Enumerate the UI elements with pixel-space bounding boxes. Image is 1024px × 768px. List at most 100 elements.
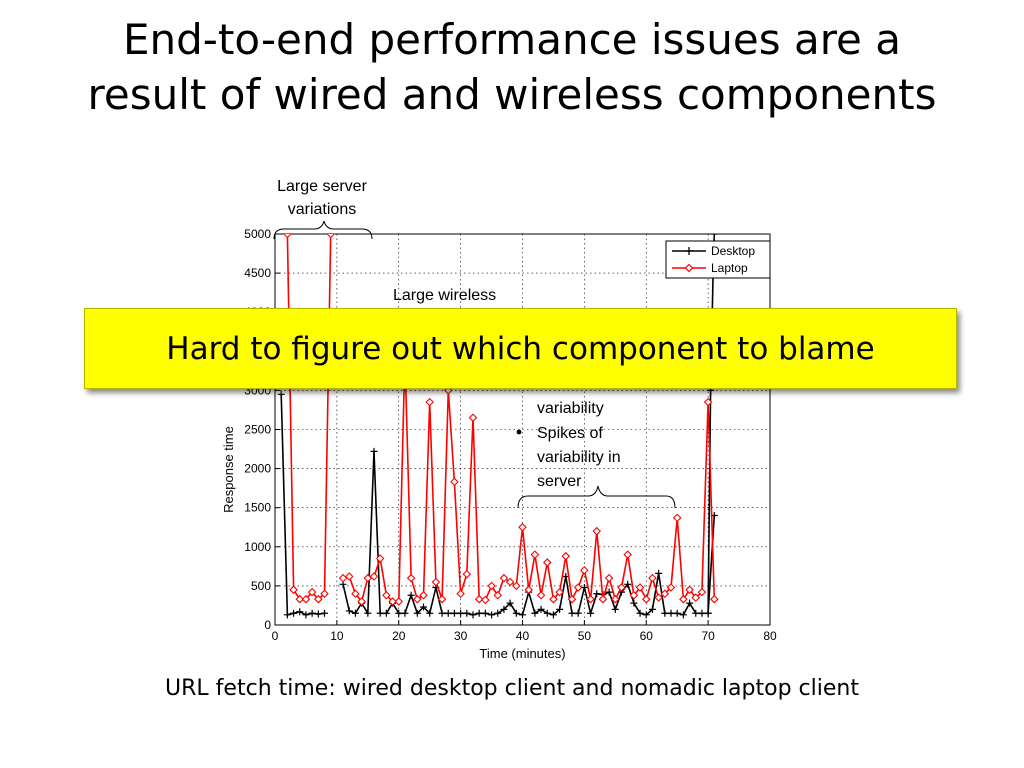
data-point-desktop [512, 609, 520, 617]
data-point-desktop [630, 599, 638, 607]
y-tick-label: 500 [251, 579, 271, 593]
data-point-desktop [463, 609, 471, 617]
data-point-laptop [580, 565, 589, 575]
data-point-desktop [450, 609, 458, 617]
data-point-laptop [351, 589, 360, 598]
slide-title: End-to-end performance issues are a resu… [0, 12, 1024, 122]
data-point-laptop [307, 587, 317, 597]
data-point-laptop [654, 593, 663, 602]
y-tick-label: 5000 [244, 227, 271, 241]
data-point-desktop [574, 609, 582, 617]
data-point-desktop [624, 580, 632, 588]
data-point-laptop [314, 594, 323, 604]
data-point-laptop [703, 397, 713, 407]
legend-desktop-label: Desktop [711, 244, 755, 258]
legend-box [665, 240, 771, 279]
x-tick-label: 70 [701, 629, 715, 643]
y-axis-label: Response time [221, 426, 236, 513]
data-point-desktop [283, 611, 291, 619]
annotation-server-variations-line-1: Large server [277, 178, 367, 195]
data-point-laptop [487, 581, 496, 591]
data-point-laptop [369, 572, 379, 581]
data-point-laptop [481, 595, 490, 605]
y-tick-label: 1500 [244, 501, 271, 515]
data-point-desktop [593, 590, 601, 598]
data-point-desktop [314, 610, 322, 618]
annotation-wireless-line-2: variability [537, 400, 604, 417]
x-tick-label: 40 [516, 629, 530, 643]
data-point-desktop [426, 609, 434, 617]
data-point-desktop [457, 609, 465, 617]
legend-laptop-marker [684, 263, 694, 273]
data-point-desktop [376, 609, 384, 617]
data-point-laptop [382, 591, 391, 600]
data-point-desktop [636, 609, 644, 617]
data-point-desktop [673, 609, 681, 617]
data-point-laptop [419, 591, 428, 600]
data-point-laptop [598, 594, 608, 604]
data-point-desktop [444, 609, 452, 617]
legend-laptop-label: Laptop [711, 261, 748, 275]
data-point-desktop [351, 609, 359, 617]
data-point-desktop [296, 608, 304, 616]
data-point-desktop [519, 611, 526, 619]
data-point-laptop [648, 573, 657, 583]
data-point-desktop [277, 390, 285, 398]
data-point-desktop [308, 609, 316, 617]
data-point-laptop [462, 569, 472, 579]
data-point-desktop [587, 609, 595, 617]
data-point-desktop [531, 609, 539, 617]
annotation-spikes-line-1: Spikes of [537, 425, 603, 442]
y-tick-label: 1000 [244, 540, 271, 554]
data-point-desktop [556, 605, 564, 613]
x-tick-label: 10 [330, 629, 344, 643]
data-point-desktop [710, 234, 718, 238]
data-point-laptop [499, 573, 509, 583]
data-point-desktop [698, 609, 706, 617]
series-desktop-line [280, 394, 325, 616]
x-tick-label: 20 [392, 629, 406, 643]
data-point-laptop [524, 585, 533, 595]
data-point-desktop [704, 609, 712, 617]
data-point-laptop [413, 594, 422, 604]
data-point-laptop [437, 594, 447, 604]
annotation-server-variations-brace [273, 220, 373, 240]
data-point-desktop [568, 609, 576, 617]
data-point-laptop [320, 589, 329, 598]
data-point-laptop [685, 585, 694, 595]
data-point-laptop [289, 585, 298, 595]
data-point-desktop [420, 603, 427, 611]
data-point-desktop [537, 605, 545, 613]
data-point-desktop [549, 611, 557, 619]
y-tick-label: 4500 [244, 266, 271, 280]
data-point-desktop [488, 611, 496, 619]
data-point-laptop [283, 234, 292, 239]
data-point-desktop [407, 591, 415, 599]
annotation-server-spikes-brace [517, 485, 676, 509]
data-point-laptop [573, 583, 583, 592]
data-point-laptop [555, 587, 564, 597]
data-point-desktop [686, 599, 694, 607]
x-tick-label: 80 [763, 629, 777, 643]
annotation-wireless-line-1: Large wireless [393, 287, 496, 304]
data-point-desktop [370, 447, 378, 455]
data-point-laptop [641, 594, 651, 604]
data-point-laptop [586, 594, 595, 604]
annotation-wireless-variability: Large wireless variability [393, 287, 604, 417]
data-point-laptop [375, 554, 385, 563]
legend: Desktop Laptop [665, 240, 771, 279]
data-point-desktop [494, 609, 502, 617]
x-tick-label: 50 [578, 629, 592, 643]
data-point-laptop [431, 577, 441, 587]
x-tick-label: 60 [640, 629, 654, 643]
data-point-laptop [691, 593, 701, 602]
data-point-desktop [345, 607, 353, 615]
data-point-desktop [382, 609, 390, 617]
y-tick-label: 2500 [244, 423, 271, 437]
data-point-laptop [592, 526, 602, 536]
data-point-laptop [456, 589, 465, 598]
y-tick-label: 2000 [244, 462, 271, 476]
data-point-desktop [543, 609, 551, 617]
data-point-laptop [505, 577, 515, 587]
data-point-desktop [481, 609, 489, 617]
